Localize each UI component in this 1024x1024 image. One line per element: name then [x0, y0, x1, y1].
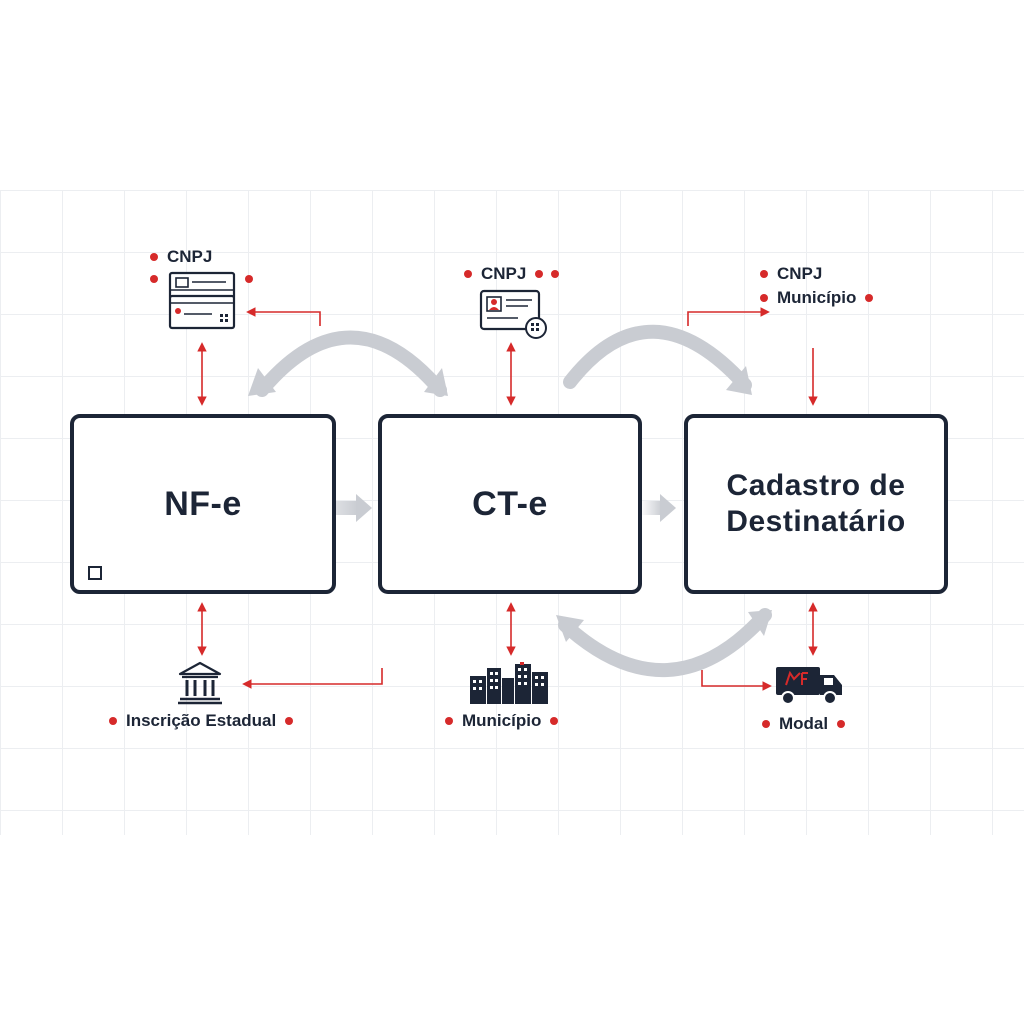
cte-box: CT-e — [378, 414, 642, 594]
red-dot-icon — [760, 294, 768, 302]
red-dot-icon — [535, 270, 544, 278]
red-dot-icon — [109, 717, 117, 725]
red-dot-icon — [550, 717, 559, 725]
cte-title: CT-e — [472, 484, 548, 523]
red-dot-icon — [285, 717, 294, 725]
red-dot-icon — [837, 720, 846, 728]
government-building-icon — [178, 661, 222, 705]
red-dot-icon — [150, 253, 158, 261]
cte-bottom-label-text: Município — [462, 711, 542, 730]
flow-arrow-cte-destinatario — [563, 324, 752, 392]
dest-bottom-label-text: Modal — [779, 714, 829, 733]
nfe-bottom-label-text: Inscrição Estadual — [126, 711, 277, 730]
red-dot-icon — [760, 270, 768, 278]
dest-top-label-1-text: CNPJ — [777, 264, 823, 283]
destinatario-title-line2: Destinatário — [726, 505, 906, 538]
red-dot-icon — [245, 275, 253, 283]
dest-top-label-2-text: Município — [777, 288, 857, 307]
nfe-top-label: CNPJ — [150, 247, 212, 267]
dest-top-label-1: CNPJ — [760, 264, 822, 284]
red-dot-icon — [762, 720, 770, 728]
cte-top-label-text: CNPJ — [481, 264, 527, 283]
corner-square-icon — [88, 566, 102, 580]
nfe-title: NF-e — [164, 484, 242, 523]
cte-bottom-label: Município — [445, 711, 559, 731]
document-card-icon — [168, 271, 236, 330]
red-dot-icon — [551, 270, 560, 278]
id-card-icon — [479, 289, 547, 339]
red-dot-icon — [150, 275, 158, 283]
cadastro-destinatario-title: Cadastro de Destinatário — [726, 468, 905, 540]
red-dot-icon — [865, 294, 874, 302]
nfe-bottom-label: Inscrição Estadual — [109, 711, 294, 731]
flow-arrow-nfe-cte — [255, 330, 447, 397]
dest-bottom-label: Modal — [762, 714, 846, 734]
cadastro-destinatario-box: Cadastro de Destinatário — [684, 414, 948, 594]
flow-arrow-destinatario-cte — [558, 608, 772, 677]
delivery-truck-icon — [776, 667, 842, 705]
destinatario-title-line1: Cadastro de — [726, 469, 906, 502]
city-buildings-icon — [470, 662, 548, 704]
cte-top-label: CNPJ — [464, 264, 560, 284]
nfe-box: NF-e — [70, 414, 336, 594]
red-dot-icon — [464, 270, 472, 278]
red-dot-icon — [445, 717, 453, 725]
dest-top-label-2: Município — [760, 288, 874, 308]
nfe-top-label-text: CNPJ — [167, 247, 213, 266]
